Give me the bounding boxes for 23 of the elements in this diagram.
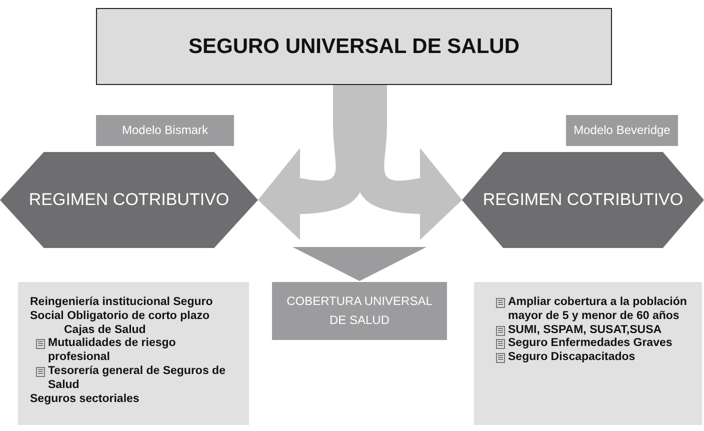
list-item: Cajas de Salud (64, 324, 146, 338)
node-label: Modelo Bismark (122, 123, 208, 138)
model-tag (566, 115, 678, 146)
node-label: Modelo Beveridge (574, 123, 670, 138)
node-label: COBERTURA UNIVERSAL DE SALUD (286, 292, 434, 329)
node-label: REGIMEN COTRIBUTIVO (482, 190, 684, 210)
list-item: Seguros sectoriales (30, 392, 140, 406)
list-item: Seguro Enfermedades Graves (508, 337, 672, 352)
triangle-arrow (292, 247, 426, 281)
hexagon-banner (0, 152, 258, 248)
hexagon-banner (462, 152, 704, 248)
list-item: Mutualidades de riesgo profesional (48, 337, 177, 365)
list-panel (474, 282, 702, 425)
list-item: SUMI, SSPAM, SUSAT,SUSA (508, 324, 662, 338)
list-panel (18, 282, 249, 425)
node-label: REGIMEN COTRIBUTIVO (28, 190, 230, 210)
title-box (96, 8, 612, 85)
list-item: Seguro Discapacitados (508, 351, 636, 365)
heading-label: SEGURO UNIVERSAL DE SALUD (188, 34, 520, 60)
list-item: Ampliar cobertura a la población mayor de 5 y menor de 60 años (508, 296, 688, 324)
list-item: Tesorería general de Seguros de Salud (48, 364, 226, 393)
list-item: Reingeniería institucional Seguro Social Obligatorio de corto plazo (30, 296, 214, 324)
model-tag (96, 115, 234, 146)
